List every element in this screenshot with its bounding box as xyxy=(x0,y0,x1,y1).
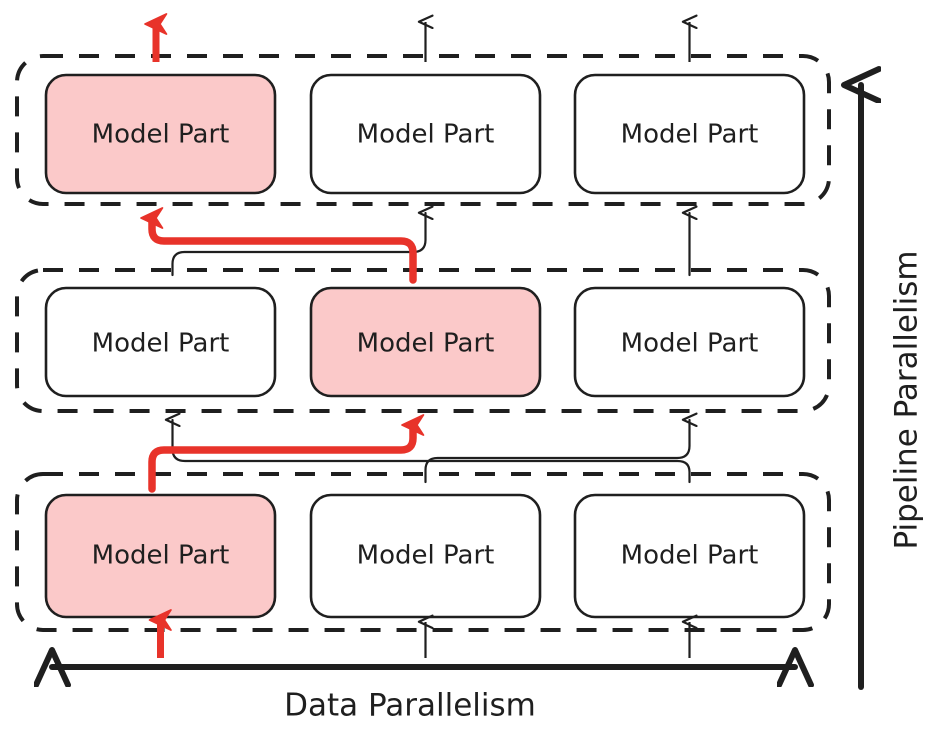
model-part-bottom-col2[interactable]: Model Part xyxy=(309,493,542,619)
stage-boundary-middle xyxy=(15,268,831,413)
pipeline-stage-bottom: Model Part Model Part Model Part xyxy=(15,472,831,632)
model-part-box[interactable] xyxy=(309,73,542,195)
model-part-top-col1[interactable]: Model Part xyxy=(44,73,277,195)
connector-middle-col2-to-top-col1 xyxy=(140,207,417,284)
model-part-label: Model Part xyxy=(92,541,230,571)
model-part-label: Model Part xyxy=(357,120,495,150)
model-part-label: Model Part xyxy=(357,541,495,571)
model-part-box[interactable] xyxy=(309,286,542,398)
model-part-middle-col2[interactable]: Model Part xyxy=(309,286,542,398)
stage-boundary-bottom xyxy=(15,472,831,632)
model-part-top-col3[interactable]: Model Part xyxy=(573,73,806,195)
data-parallelism-axis: Data Parallelism xyxy=(52,667,795,724)
data-parallelism-label: Data Parallelism xyxy=(284,688,536,724)
model-part-middle-col1[interactable]: Model Part xyxy=(44,286,277,398)
connectors-bottom-to-middle xyxy=(148,414,691,493)
model-part-bottom-col3[interactable]: Model Part xyxy=(573,493,806,619)
connector-bottom-col2-to-middle-col3 xyxy=(424,420,690,484)
model-part-label: Model Part xyxy=(92,120,230,150)
input-arrows-group xyxy=(148,609,690,658)
model-part-bottom-col1[interactable]: Model Part xyxy=(44,493,277,619)
model-part-label: Model Part xyxy=(621,120,759,150)
model-part-label: Model Part xyxy=(92,329,230,359)
stage-boundary-top xyxy=(15,54,831,206)
connectors-middle-to-top xyxy=(140,207,690,284)
model-part-box[interactable] xyxy=(573,73,806,195)
model-part-box[interactable] xyxy=(44,73,277,195)
connector-middle-col1-to-top-col2 xyxy=(171,213,426,277)
pipeline-parallelism-label: Pipeline Parallelism xyxy=(889,250,925,549)
output-arrows-group xyxy=(144,13,690,62)
pipeline-stage-middle: Model Part Model Part Model Part xyxy=(15,268,831,413)
model-part-top-col2[interactable]: Model Part xyxy=(309,73,542,195)
pipeline-parallelism-axis: Pipeline Parallelism xyxy=(861,85,925,690)
connector-bottom-col1-to-middle-col2 xyxy=(148,414,425,493)
model-part-middle-col3[interactable]: Model Part xyxy=(573,286,806,398)
model-part-label: Model Part xyxy=(621,329,759,359)
pipeline-stage-top: Model Part Model Part Model Part xyxy=(15,54,831,206)
model-part-label: Model Part xyxy=(357,329,495,359)
connector-bottom-col3-to-middle-col1 xyxy=(173,420,691,484)
model-part-box[interactable] xyxy=(573,286,806,398)
model-part-box[interactable] xyxy=(44,286,277,398)
model-part-label: Model Part xyxy=(621,541,759,571)
